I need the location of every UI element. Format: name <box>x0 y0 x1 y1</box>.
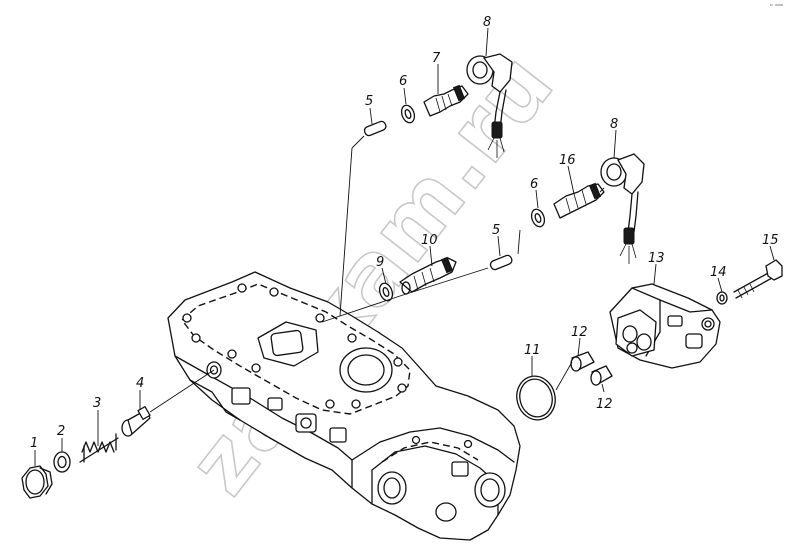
part-15-bolt <box>733 259 783 299</box>
part-12-bush-lower <box>590 365 613 386</box>
part-2-washer <box>53 451 71 473</box>
part-9-ring <box>378 282 394 302</box>
housing-outline <box>167 271 521 541</box>
callout-4: 4 <box>136 376 144 391</box>
callout-6-mid: 6 <box>530 177 538 192</box>
pin-mid-axis <box>321 267 489 323</box>
callout-13: 13 <box>648 251 665 266</box>
part-12-bush-upper <box>570 351 595 372</box>
port-right <box>474 472 506 508</box>
part-8-connector-mid <box>600 153 645 264</box>
callout-1: 1 <box>30 436 38 451</box>
center-cover <box>257 321 319 367</box>
callout-12-lower: 12 <box>596 397 613 412</box>
port-right-inner <box>480 478 500 502</box>
valve-housing <box>167 271 521 541</box>
corner-mark: ᵇʳ ⁰⁰⁰⁸ <box>770 4 783 10</box>
lower-block-rim <box>381 441 479 463</box>
callout-5-mid: 5 <box>492 223 500 238</box>
part-1-plug <box>21 465 53 499</box>
side-boss-4 <box>267 397 283 411</box>
round-cover-inner <box>347 354 385 386</box>
side-port-inner <box>209 365 219 375</box>
axis-line-left <box>149 369 215 413</box>
top-face-rim <box>181 283 411 415</box>
part-13-valve-body <box>609 283 721 369</box>
port-left <box>377 471 407 505</box>
callout-leaders <box>34 27 775 466</box>
callout-8-top: 8 <box>483 15 491 30</box>
callout-8-mid: 8 <box>610 117 618 132</box>
callout-10: 10 <box>421 233 438 248</box>
callout-14: 14 <box>710 265 727 280</box>
side-boss-2-bore <box>300 417 312 429</box>
module-axis <box>555 361 573 391</box>
pin-top-leader <box>351 135 365 149</box>
flange-bolts <box>182 283 473 449</box>
part-3-spring <box>79 433 119 463</box>
callout-15: 15 <box>762 233 779 248</box>
pin-mid-leader <box>517 229 521 255</box>
side-edge-2 <box>189 379 241 421</box>
part-6-ring-top <box>400 104 416 124</box>
callout-9: 9 <box>376 255 384 270</box>
callout-labels: 1 2 3 4 5 6 7 8 5 6 8 9 10 11 12 12 13 1… <box>30 15 779 451</box>
callout-16: 16 <box>559 153 576 168</box>
port-bottom <box>435 502 457 522</box>
callout-5-top: 5 <box>365 94 373 109</box>
boss-lower <box>451 461 469 477</box>
part-4-valve <box>121 406 151 437</box>
port-left-inner <box>383 477 401 499</box>
side-boss-1 <box>231 387 251 405</box>
part-7-sensor <box>423 84 469 117</box>
sensor16-leader <box>599 187 605 193</box>
part-16-sensor <box>553 182 605 219</box>
callout-12-upper: 12 <box>571 325 588 340</box>
callout-6-top: 6 <box>399 74 407 89</box>
callout-3: 3 <box>93 396 101 411</box>
part-6-ring-mid <box>530 208 546 228</box>
part-8-connector-top <box>466 53 513 158</box>
lower-block-top <box>351 427 515 463</box>
part-14-washer <box>716 291 728 305</box>
center-cover-inner <box>270 329 304 357</box>
part-5-pin-mid <box>489 254 513 271</box>
side-boss-2 <box>295 413 317 433</box>
part-5-pin-top <box>363 120 387 137</box>
part-11-o-ring <box>516 375 556 421</box>
callout-7: 7 <box>432 51 441 66</box>
pin-top-axis <box>339 147 353 317</box>
callout-11: 11 <box>524 343 541 358</box>
part-10-sensor <box>399 256 457 295</box>
side-boss-3 <box>329 427 347 443</box>
callout-2: 2 <box>57 424 65 439</box>
